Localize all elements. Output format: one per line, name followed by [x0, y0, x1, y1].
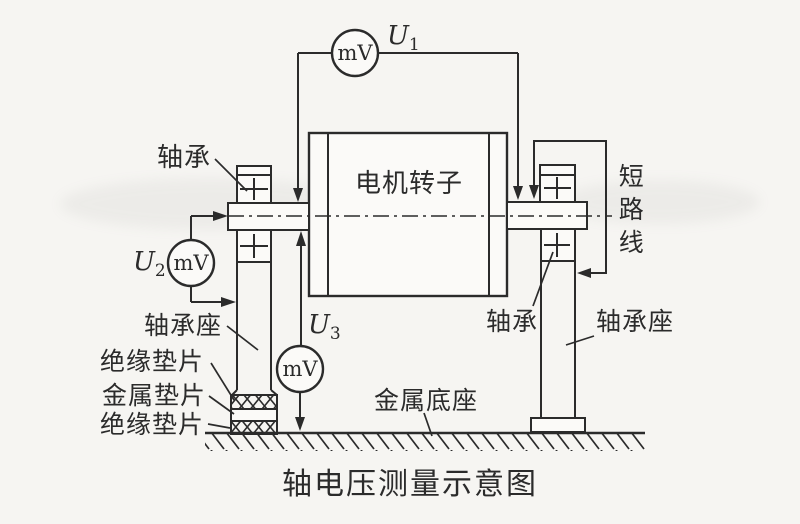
scan-smudge [560, 180, 760, 224]
u2-subscript: 2 [154, 261, 166, 282]
left-pedestal [231, 165, 278, 396]
u3-subscript: 3 [329, 324, 341, 345]
short-circuit-line-label: 短路线 [615, 163, 644, 262]
u2-label: U2 [133, 247, 166, 279]
u2-base: U [133, 247, 155, 277]
shaft [227, 201, 612, 231]
bearing-left-label: 轴承 [157, 142, 212, 172]
metal-pad-label: 金属垫片 [102, 382, 207, 410]
insulating-pad-bottom-label: 绝缘垫片 [100, 411, 205, 439]
millivolt-label-u3: mV [282, 357, 318, 381]
millivoltmeter-u1 [330, 28, 380, 78]
short-circuit-wire [529, 140, 607, 278]
pedestal-left-label: 轴承座 [144, 312, 223, 340]
right-pedestal-foot [530, 417, 586, 433]
u1-subscript: 1 [408, 35, 420, 56]
pedestal-right-label: 轴承座 [596, 308, 675, 336]
ground-hatching [205, 434, 645, 451]
u1-circuit [293, 52, 523, 202]
left-pedestal-pads [230, 394, 278, 435]
metal-base-ground [205, 431, 645, 451]
u1-base: U [387, 21, 409, 51]
metal-pad-shape [230, 408, 278, 422]
bearing-crosshairs [240, 177, 571, 258]
insulating-pad-top-label: 绝缘垫片 [100, 348, 205, 376]
u1-label: U1 [387, 21, 420, 53]
motor-rotor-box [307, 131, 509, 298]
u2-circuit [190, 211, 236, 307]
diagram-title: 轴电压测量示意图 [282, 468, 538, 501]
u3-circuit [295, 231, 306, 431]
millivolt-label-u1: mV [337, 41, 373, 65]
bearing-right-label: 轴承 [486, 308, 539, 336]
insulating-pad-top-shape [230, 394, 278, 410]
millivoltmeter-u2 [166, 238, 216, 288]
metal-base-label: 金属底座 [374, 387, 479, 415]
u3-label: U3 [308, 310, 341, 342]
millivolt-label-u2: mV [173, 251, 209, 275]
millivoltmeter-u3 [275, 344, 325, 394]
u3-base: U [308, 310, 330, 340]
motor-rotor-label: 电机转子 [354, 168, 463, 198]
leader-lines [207, 158, 595, 437]
